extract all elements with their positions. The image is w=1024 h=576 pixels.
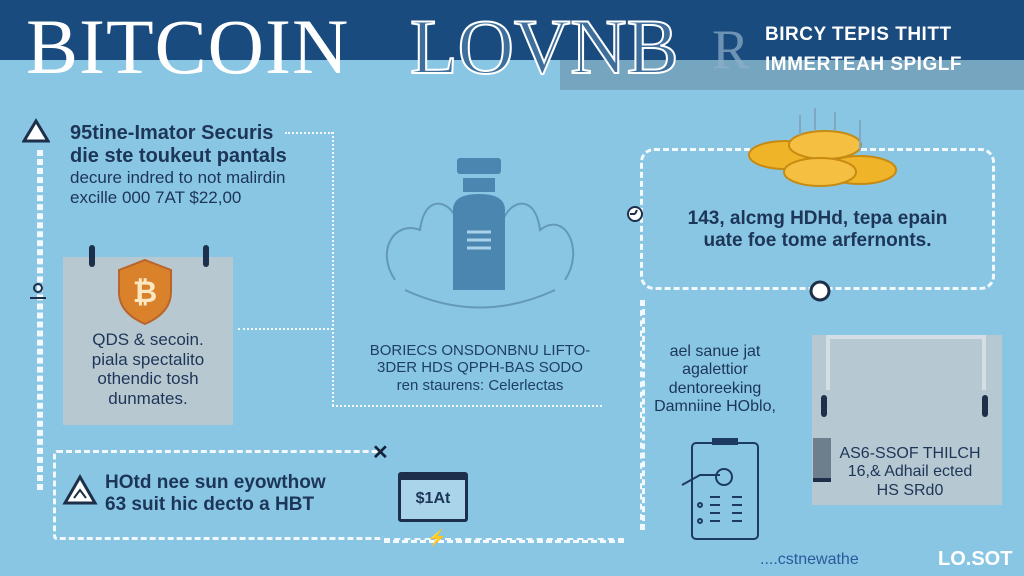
timeline-line xyxy=(37,150,43,490)
card-right-line3: HS SRd0 xyxy=(876,481,944,499)
pin-icon xyxy=(821,395,827,417)
left-heading-1: 95tine-Imator Securis xyxy=(70,122,274,144)
left-heading-2: die ste toukeut pantals xyxy=(70,145,287,167)
pin-icon xyxy=(89,245,95,267)
warning-icon xyxy=(22,118,50,143)
right-mid-line3: dentoreeking xyxy=(668,379,762,397)
right-mid-line4: Damniine HOblo, xyxy=(654,398,776,416)
title-main: BITCOIN xyxy=(26,3,350,90)
subtitle-line1: BIRCY TEPIS THITT xyxy=(765,24,952,45)
right-mid-line1: ael sanue jat xyxy=(669,343,761,360)
coins-icon xyxy=(748,108,897,187)
left-body-1: decure indred to not malirdin xyxy=(70,168,286,187)
connector xyxy=(285,132,333,134)
storage-card xyxy=(812,335,1002,505)
right-box-line2: uate foe tome arfernonts. xyxy=(703,229,932,251)
lightning-icon: ⚡ xyxy=(427,530,447,547)
pin-icon xyxy=(982,395,988,417)
node-icon xyxy=(809,280,831,302)
plug-icon xyxy=(813,438,831,482)
card-handle xyxy=(826,335,986,390)
footer-text: ....cstnewathe xyxy=(760,551,859,568)
card-right-line2: 16,& Adhail ected xyxy=(847,463,973,481)
card-left-line1: QDS & secoin. xyxy=(92,330,204,349)
card-left-line4: dunmates. xyxy=(108,388,188,408)
center-line3: ren staurens: Celerlectas xyxy=(396,376,564,394)
price-badge: $1At xyxy=(398,472,468,522)
title-faded: R xyxy=(712,19,750,81)
card-right-line1: AS6-SSOF THILCH xyxy=(839,445,981,462)
bottom-line1: HOtd nee sun eyowthow xyxy=(105,472,326,493)
clipboard-icon xyxy=(681,438,759,540)
header-band xyxy=(0,0,1024,60)
right-mid-line2: agalettior xyxy=(682,361,748,379)
clock-icon xyxy=(627,206,643,222)
connector xyxy=(384,538,624,543)
card-left-line2: piala spectalito xyxy=(91,349,205,369)
pin-icon xyxy=(203,245,209,267)
bottle-illustration xyxy=(385,158,575,309)
user-icon xyxy=(30,283,46,299)
footer-brand: LO.SOT xyxy=(938,548,1013,570)
card-left-line3: othendic tosh xyxy=(97,369,199,389)
connector xyxy=(640,300,645,530)
connector xyxy=(332,405,602,407)
center-line2: 3DER HDS QPPH-BAS SODO xyxy=(377,359,583,377)
center-line1: BORIECS ONSDONBNU LIFTO- xyxy=(369,342,591,359)
right-box-line1: 143, alcmg HDHd, tepa epain xyxy=(687,208,948,229)
connector xyxy=(238,328,333,330)
warning-icon xyxy=(62,474,98,505)
close-icon: ✕ xyxy=(372,442,389,464)
header-shade xyxy=(560,60,1024,90)
svg-text:₿: ₿ xyxy=(133,276,157,309)
bitcoin-shield-icon: ₿ xyxy=(118,258,172,326)
subtitle-line2: IMMERTEAH SPIGLF xyxy=(765,54,962,75)
left-body-2: excille 000 7AT $22,00 xyxy=(70,187,242,207)
connector xyxy=(332,132,334,406)
bottom-line2: 63 suit hic decto a HBT xyxy=(105,493,315,515)
bottom-box xyxy=(53,450,383,540)
title-outline: LOVNB xyxy=(409,3,680,90)
